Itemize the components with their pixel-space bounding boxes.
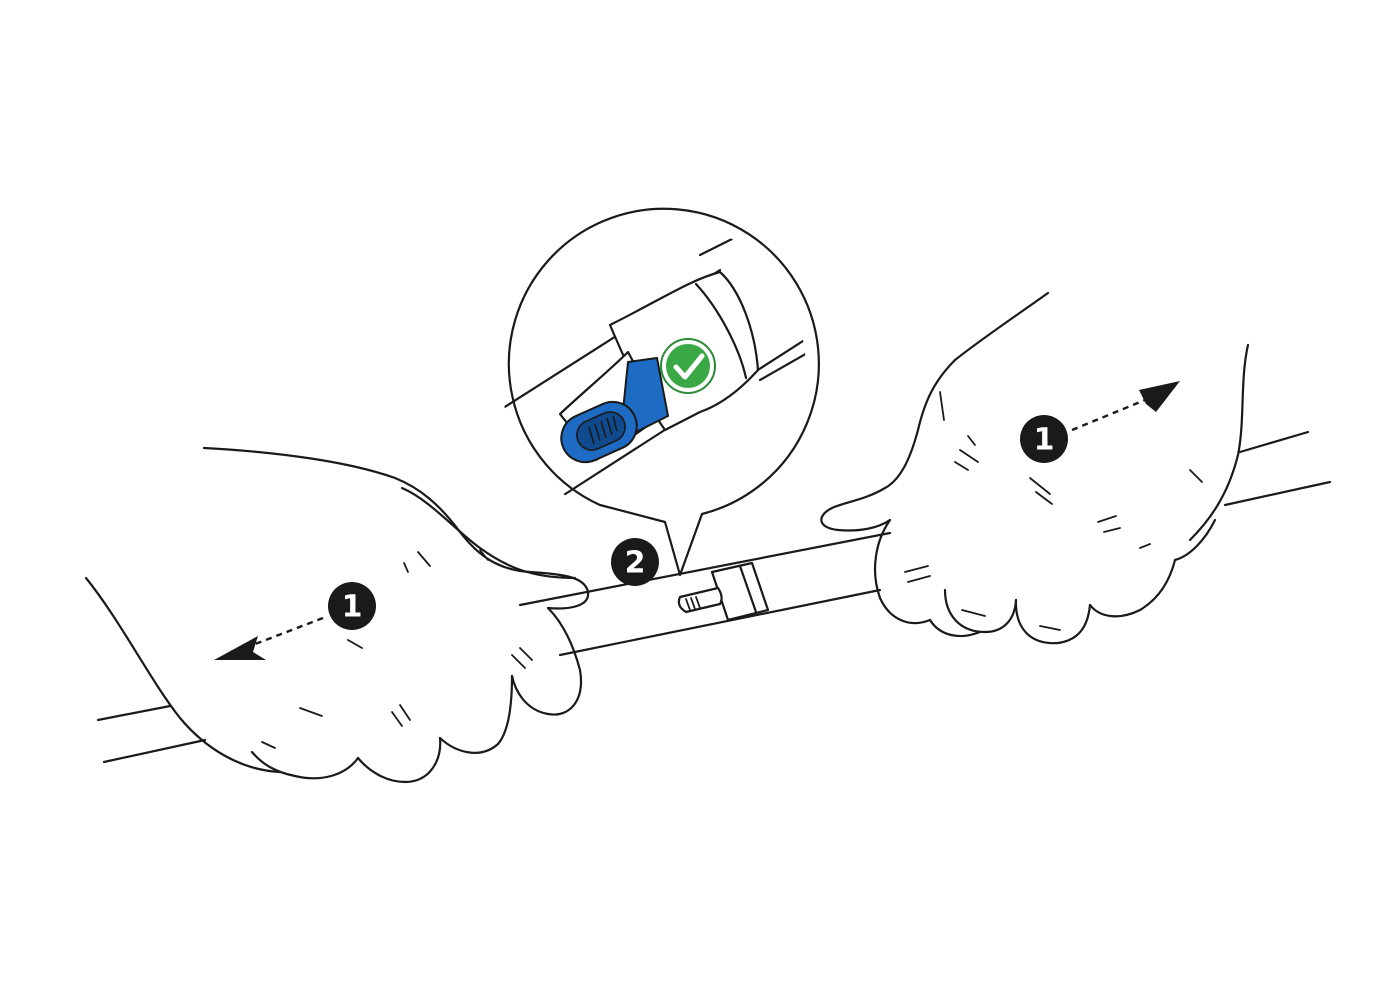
checkmark-icon — [660, 338, 716, 394]
pole-right-segment — [1223, 430, 1332, 507]
slider-lock-icon — [560, 356, 670, 464]
pull-right-arrow — [1071, 381, 1180, 432]
arrow-icon — [1139, 381, 1180, 412]
step-number-left: 1 — [342, 590, 363, 625]
step-badge-right: 1 — [1020, 415, 1068, 463]
step-badge-left: 1 — [328, 582, 376, 630]
pull-left-arrow — [214, 616, 324, 660]
pole-left-segment — [96, 704, 207, 764]
step-number-right: 1 — [1034, 423, 1055, 458]
left-hand — [84, 446, 590, 784]
step-number-check: 2 — [625, 546, 646, 581]
pole-lock-slot — [677, 586, 723, 614]
pole-collar — [710, 561, 770, 622]
arrow-icon — [214, 636, 266, 660]
right-hand — [820, 291, 1250, 645]
pole-middle-segment — [518, 531, 892, 657]
zoom-callout — [500, 207, 820, 577]
step-badge-check: 2 — [611, 538, 659, 586]
